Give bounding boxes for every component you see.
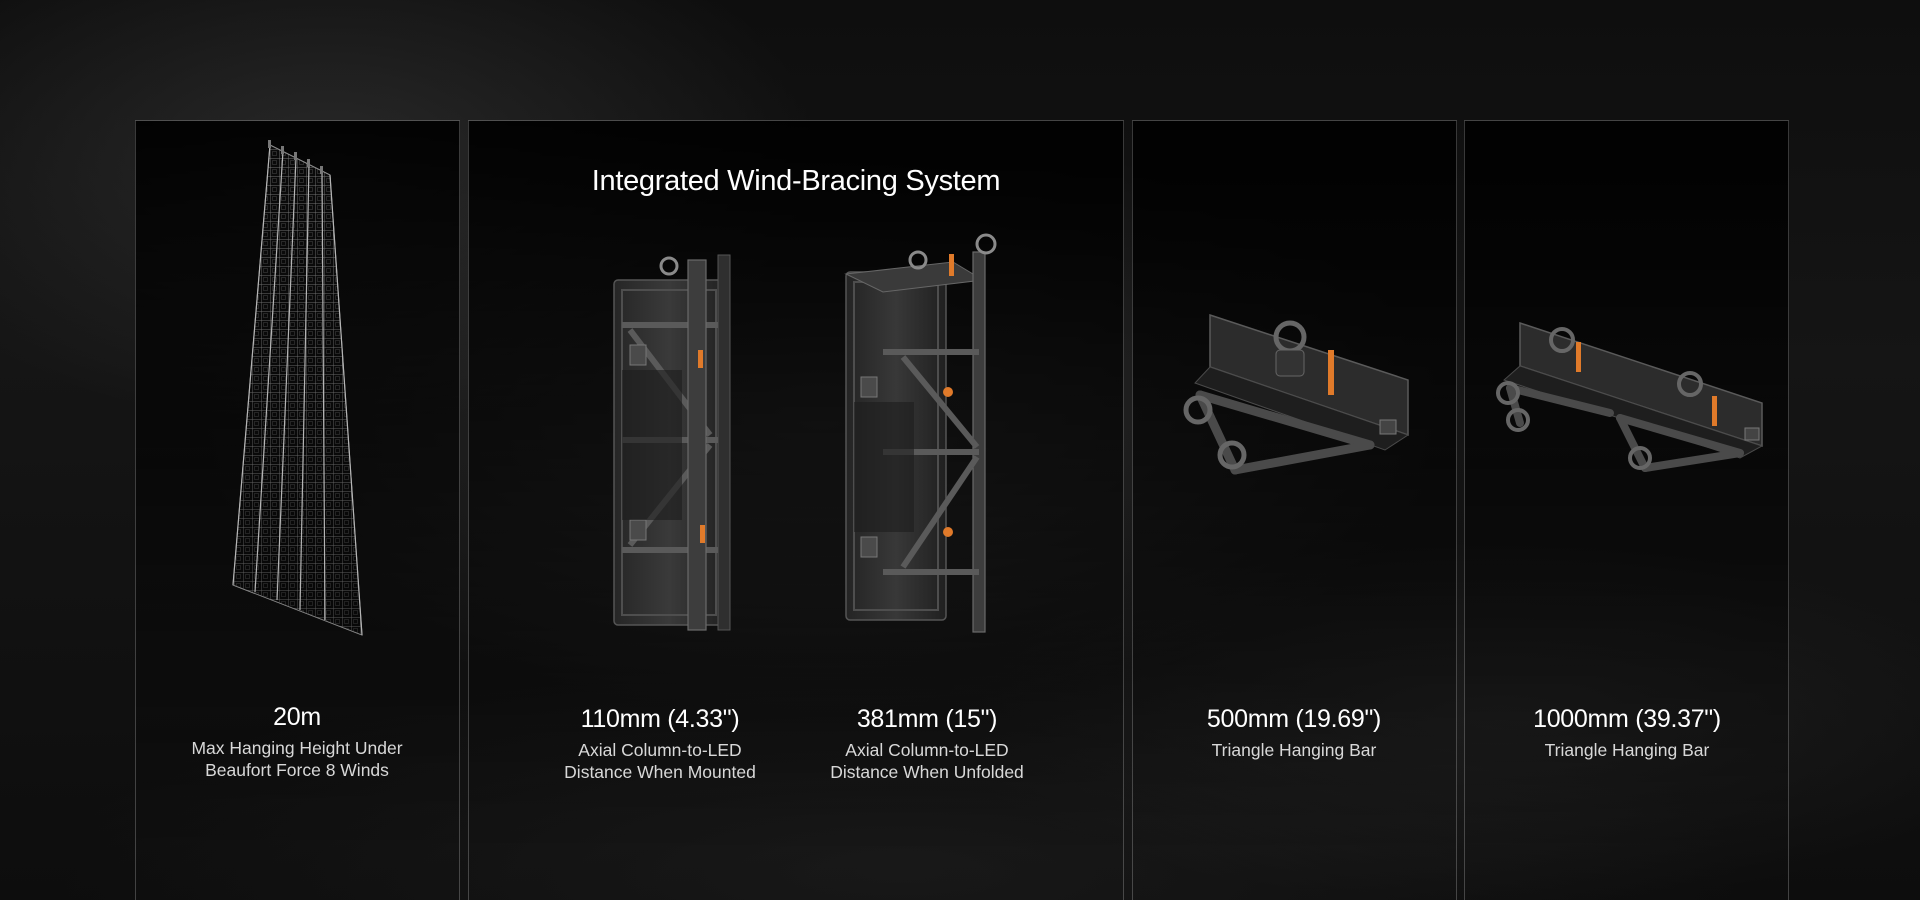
panel-hanging-bar-1000 <box>1464 120 1789 900</box>
spec-value: 110mm (4.33") <box>580 705 740 733</box>
spec-hanging-bar-500: 500mm (19.69") Triangle Hanging Bar <box>1144 704 1444 761</box>
led-screen-tower-image <box>232 140 363 636</box>
spec-value: 500mm (19.69") <box>1206 705 1382 733</box>
spec-distance-unfolded: 381mm (15") Axial Column-to-LED Distance… <box>777 704 1077 783</box>
spec-value: 20m <box>273 703 321 731</box>
spec-hanging-height: 20m Max Hanging Height Under Beaufort Fo… <box>147 702 447 781</box>
spec-value: 381mm (15") <box>856 705 998 733</box>
spec-caption: Triangle Hanging Bar <box>1211 740 1377 760</box>
panel-wind-bracing <box>468 120 1124 900</box>
spec-caption: Triangle Hanging Bar <box>1544 740 1710 760</box>
panel-hanging-bar-500 <box>1132 120 1457 900</box>
triangle-hanging-bar-1000-image <box>1496 321 1764 472</box>
spec-hanging-bar-1000: 1000mm (39.37") Triangle Hanging Bar <box>1477 704 1777 761</box>
spec-distance-mounted: 110mm (4.33") Axial Column-to-LED Distan… <box>510 704 810 783</box>
triangle-hanging-bar-500-image <box>1183 313 1410 475</box>
section-title: Integrated Wind-Bracing System <box>591 165 1001 197</box>
spec-caption: Axial Column-to-LED Distance When Mounte… <box>564 740 756 782</box>
spec-value: 1000mm (39.37") <box>1533 705 1721 733</box>
spec-caption: Axial Column-to-LED Distance When Unfold… <box>830 740 1024 782</box>
led-cabinet-mounted-image <box>613 254 731 631</box>
led-cabinet-unfolded-image <box>844 233 997 633</box>
spec-caption: Max Hanging Height Under Beaufort Force … <box>191 738 403 780</box>
